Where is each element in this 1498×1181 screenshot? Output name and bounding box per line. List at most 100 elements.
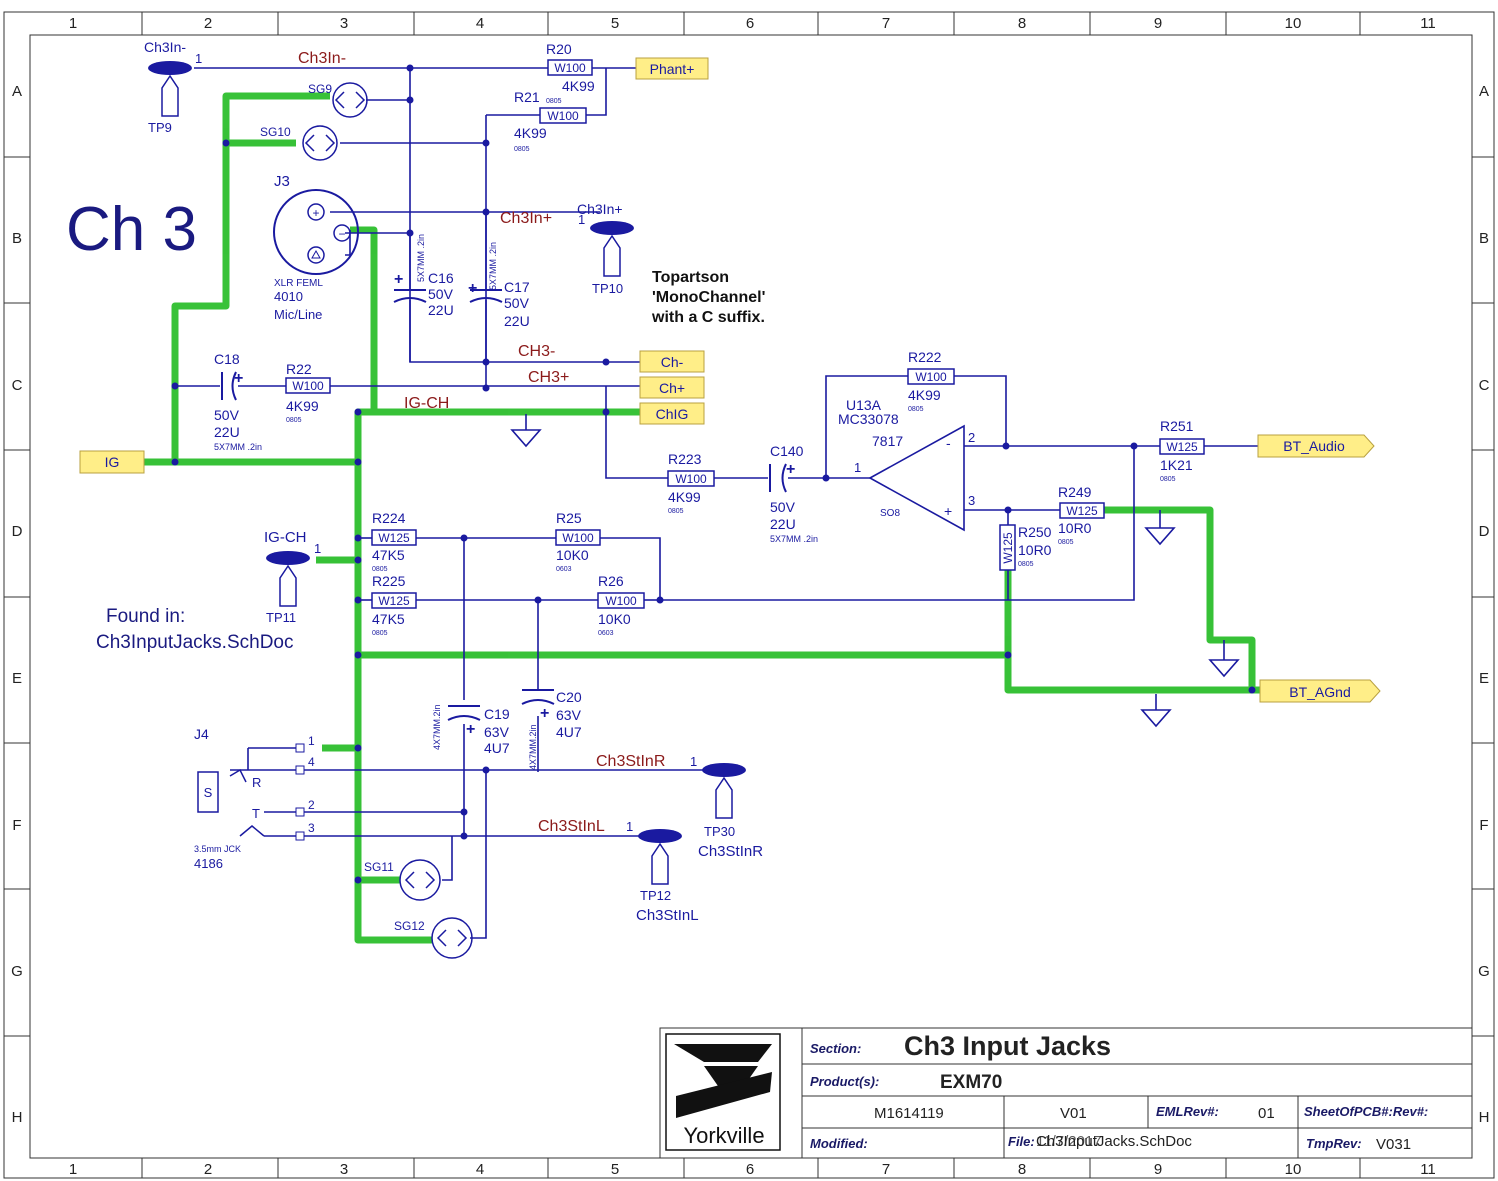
row-label: H	[12, 1109, 23, 1126]
cap-value: 22U	[504, 313, 530, 329]
port-ig[interactable]: IG	[79, 450, 145, 474]
tp-net: Ch3In+	[577, 201, 623, 217]
cap-ref: C16	[428, 270, 454, 286]
cap-value: 22U	[770, 516, 796, 532]
opamp-part: MC33078	[838, 411, 899, 427]
res-ref: R225	[372, 573, 406, 589]
note-line: 'MonoChannel'	[652, 289, 765, 306]
res-pkg: 0805	[372, 566, 388, 573]
modified-date: 11/7/2017	[1036, 1133, 1102, 1150]
res-pkg: 0805	[908, 406, 924, 413]
products-label: Product(s):	[810, 1074, 879, 1089]
tp-pin: 1	[314, 541, 321, 556]
port-ch-minus[interactable]: Ch-	[639, 350, 705, 373]
cap-value: 22U	[214, 424, 240, 440]
spark-gap-sg9: SG9	[308, 82, 368, 118]
ground-icon	[1144, 510, 1176, 546]
cap-plus: +	[234, 370, 243, 387]
j4-pin: 3	[308, 821, 315, 835]
resistor-r222: W100 R222 4K99 0805	[907, 349, 955, 413]
logo-text: Yorkville	[683, 1123, 764, 1148]
resistor-r225: W125 R225 47K5 0805	[371, 573, 417, 637]
testpoint-tp30[interactable]: 1 TP30 Ch3StInR	[690, 754, 763, 860]
row-label: F	[12, 817, 21, 834]
net-labels: Ch3In- Ch3In+ CH3- CH3+ IG-CH Ch3StInR C…	[298, 50, 665, 835]
sheet-label: SheetOfPCB#:Rev#:	[1304, 1104, 1428, 1119]
testpoint-tp11[interactable]: IG-CH 1 TP11	[264, 529, 321, 625]
testpoint-tp10[interactable]: Ch3In+ 1 TP10	[577, 201, 634, 296]
sg-ref: SG10	[260, 125, 291, 139]
col-label: 7	[882, 1161, 890, 1178]
tmprev-label: TmpRev:	[1306, 1136, 1362, 1151]
col-label: 2	[204, 1161, 212, 1178]
products-value: EXM70	[940, 1072, 1002, 1093]
spark-gap-sg11: SG11	[364, 859, 441, 901]
j3-type: XLR FEML	[274, 278, 323, 289]
j3-ref: J3	[274, 173, 290, 190]
testpoint-tp12[interactable]: 1 TP12 Ch3StInL	[626, 819, 699, 924]
res-value: 4K99	[668, 489, 701, 505]
net-label-ch3-minus: CH3-	[518, 343, 555, 360]
cap-volt: 50V	[428, 286, 454, 302]
tp-net: Ch3StInL	[636, 907, 699, 924]
emlrev-label: EMLRev#:	[1156, 1104, 1219, 1119]
row-label: F	[1479, 817, 1488, 834]
j4-type: 3.5mm JCK	[194, 844, 241, 854]
row-label: A	[12, 83, 22, 100]
res-pkg: 0805	[1058, 539, 1074, 546]
title-block-text: Section: Ch3 Input Jacks Product(s): EXM…	[810, 1031, 1428, 1153]
res-ref: R22	[286, 361, 312, 377]
testpoint-tp9[interactable]: Ch3In- 1 TP9	[144, 39, 202, 135]
res-body: W125	[378, 531, 410, 545]
sg-ref: SG12	[394, 919, 425, 933]
res-ref: R25	[556, 510, 582, 526]
resistor-r223: W100 R223 4K99 0805	[667, 451, 715, 515]
cap-ref: C19	[484, 706, 510, 722]
res-body: W125	[1066, 504, 1098, 518]
cap-dim: 5X7MM .2in	[770, 534, 818, 544]
col-label: 5	[611, 15, 619, 32]
tp-ref: TP30	[704, 824, 735, 839]
port-chig[interactable]: ChIG	[639, 402, 705, 425]
res-pkg: 0603	[556, 566, 572, 573]
port-label: Ch-	[661, 354, 684, 370]
note-line: with a C suffix.	[651, 309, 765, 326]
ground-icon	[1208, 640, 1240, 678]
port-bt-agnd[interactable]: BT_AGnd	[1259, 679, 1381, 703]
found-line: Found in:	[106, 606, 185, 627]
capacitor-c17: + C17 50V 22U 5X7MM .2in	[468, 242, 530, 362]
col-label: 3	[340, 15, 348, 32]
res-pkg: 0805	[1018, 561, 1034, 568]
tp-ref: TP9	[148, 120, 172, 135]
res-body: W100	[554, 61, 586, 75]
resistor-r22: W100 R22 4K99 0805	[285, 361, 331, 424]
title-block	[659, 1027, 1473, 1159]
res-body: W125	[378, 594, 410, 608]
col-label: 8	[1018, 1161, 1026, 1178]
res-body: W100	[675, 472, 707, 486]
resistor-r249: W125 R249 10R0 0805	[1058, 484, 1105, 546]
res-value: 47K5	[372, 611, 405, 627]
ground-icon	[1140, 694, 1172, 728]
row-label: C	[12, 377, 23, 394]
tp-net: IG-CH	[264, 529, 307, 546]
row-label: H	[1479, 1109, 1490, 1126]
port-phant-plus[interactable]: Phant+	[635, 57, 709, 80]
j3-part: 4010	[274, 289, 303, 304]
port-bt-audio[interactable]: BT_Audio	[1257, 434, 1375, 458]
col-label: 11	[1420, 1161, 1436, 1178]
sg-ref: SG9	[308, 82, 332, 96]
row-label: E	[12, 670, 22, 687]
res-value: 10R0	[1058, 520, 1092, 536]
found-in-text: Found in: Ch3InputJacks.SchDoc	[96, 606, 294, 653]
row-label: D	[12, 523, 23, 540]
ground-net-highlight	[142, 92, 1260, 944]
row-label: G	[11, 963, 23, 980]
port-ch-plus[interactable]: Ch+	[639, 376, 705, 399]
section-value: Ch3 Input Jacks	[904, 1031, 1111, 1061]
tp-net: Ch3StInR	[698, 843, 763, 860]
res-value: 47K5	[372, 547, 405, 563]
res-value: 10K0	[556, 547, 589, 563]
cap-dim: 5X7MM .2in	[416, 234, 426, 282]
